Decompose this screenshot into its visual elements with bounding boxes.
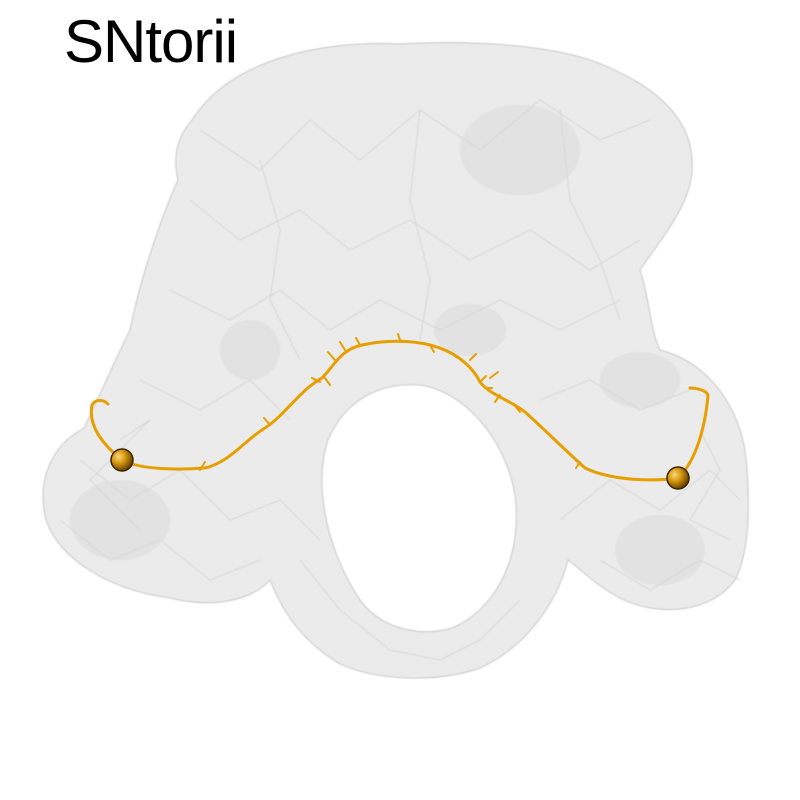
brain-mesh [42, 42, 750, 679]
figure-title: SNtorii [64, 8, 238, 75]
mesh-outline [42, 42, 750, 679]
soma-left [110, 448, 134, 472]
soma-right [666, 466, 690, 490]
